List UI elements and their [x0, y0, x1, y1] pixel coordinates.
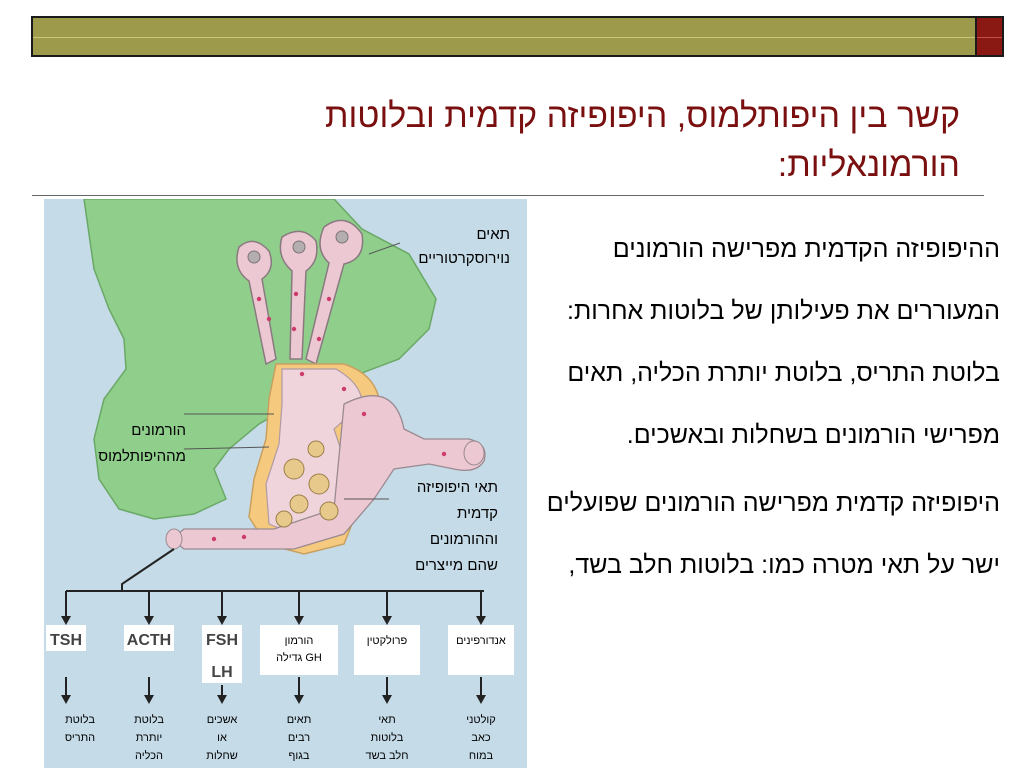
target-labels: בלוטת התריס בלוטת יותרת הכליה אשכים או שחלות תאי… — [65, 713, 496, 762]
pituitary-cells-dots — [275, 440, 339, 528]
target-label-5-3: חלב בשד — [366, 749, 409, 762]
hormone-dots — [211, 291, 447, 542]
paragraph-1: ההיפופיזה הקדמית מפרישה הורמונים המעוררי… — [567, 235, 1000, 449]
title-divider — [32, 195, 984, 196]
target-2: בלוטת יותרת הכליה — [134, 713, 164, 762]
arrow-target-5-head — [382, 695, 392, 704]
hormone-label-2-1: ACTH — [127, 632, 171, 649]
hormone-box-1: TSH — [46, 625, 86, 651]
hormone-box-5: פרולקטין — [354, 625, 420, 675]
label-pit-line3: וההורמונים — [430, 531, 498, 548]
target-label-5-1: תאי — [378, 714, 395, 726]
arrow-down-6-head — [476, 616, 486, 625]
label-neurosecretory-line2: נוירוסקרטוריים — [418, 250, 510, 267]
target-label-2-1: בלוטת — [134, 713, 164, 726]
arrow-target-4-head — [294, 695, 304, 704]
label-hypo-line2: מההיפותלמוס — [98, 448, 186, 465]
label-hypo-line1: הורמונים — [131, 422, 186, 439]
hormone-box-2: ACTH — [124, 625, 174, 651]
hormone-label-1-1: TSH — [50, 632, 82, 649]
target-4: תאים רבים בגוף — [287, 714, 312, 762]
arrow-target-3-head — [217, 695, 227, 704]
arrow-down-5-head — [382, 616, 392, 625]
svg-text:נוירוסקרטוריים: נוירוסקרטוריים — [418, 250, 510, 267]
target-label-2-3: הכליה — [135, 749, 163, 762]
pituitary-diagram: תאים נוירוסקרטוריים הורמונים מההיפותלמוס… — [44, 198, 527, 768]
target-label-3-1: אשכים — [207, 714, 238, 726]
target-label-6-3: במוח — [469, 750, 494, 762]
label-neurosecretory-line1: תאים — [476, 226, 510, 243]
hormone-label-3-2: LH — [211, 664, 232, 681]
svg-text:שהם מייצרים: שהם מייצרים — [415, 557, 498, 574]
target-label-5-2: בלוטות — [371, 731, 404, 744]
target-label-6-1: קולטני — [466, 713, 496, 726]
label-pit-line2: קדמית — [457, 505, 498, 522]
target-label-4-3: בגוף — [289, 750, 310, 762]
hormone-label-6-1: אנדורפינים — [456, 635, 506, 647]
neurosecretory-cells — [236, 219, 364, 366]
target-label-3-2: או — [217, 732, 227, 744]
body-text: ההיפופיזה הקדמית מפרישה הורמונים המעוררי… — [545, 218, 1000, 602]
target-3: אשכים או שחלות — [206, 714, 238, 762]
arrow-target-2-head — [144, 695, 154, 704]
hormone-label-4-2: גדילה GH — [276, 651, 322, 664]
slide-title: קשר בין היפותלמוס, היפופיזה קדמית ובלוטו… — [324, 97, 960, 184]
svg-text:וההורמונים: וההורמונים — [430, 531, 498, 548]
paragraph-2: היפופיזה קדמית מפרישה הורמונים שפועלים י… — [546, 489, 1000, 579]
target-label-4-1: תאים — [287, 714, 312, 726]
svg-text:תאי היפופיזה: תאי היפופיזה — [417, 479, 498, 496]
svg-text:קדמית: קדמית — [457, 505, 498, 522]
target-label-3-3: שחלות — [206, 749, 238, 762]
arrow-down-2-head — [144, 616, 154, 625]
target-label-6-2: כאב — [471, 732, 490, 744]
arrow-target-1-head — [61, 695, 71, 704]
target-label-2-2: יותרת — [136, 732, 162, 744]
leader-lines — [183, 242, 401, 500]
label-neurosecretory: תאים נוירוסקרטוריים — [418, 226, 510, 267]
hormone-distribution-tree — [61, 548, 486, 704]
hormone-label-3-1: FSH — [206, 632, 238, 649]
target-label-1-2: התריס — [65, 732, 95, 744]
label-pit-line4: שהם מייצרים — [415, 557, 498, 574]
target-6: קולטני כאב במוח — [466, 713, 496, 762]
hormone-box-3: FSH LH — [202, 625, 242, 683]
olive-bar — [31, 16, 977, 57]
arrow-down-4-head — [294, 616, 304, 625]
hypothalamus-shape — [83, 198, 437, 520]
arrow-down-3-head — [217, 616, 227, 625]
hormone-box-4: הורמון גדילה GH — [260, 625, 338, 675]
svg-text:מההיפותלמוס: מההיפותלמוס — [98, 448, 186, 465]
target-1: בלוטת התריס — [65, 713, 95, 744]
top-decor-bar — [31, 16, 1004, 57]
arrow-down-1-head — [61, 616, 71, 625]
target-5: תאי בלוטות חלב בשד — [366, 714, 409, 762]
label-pit-line1: תאי היפופיזה — [417, 479, 498, 496]
neuron-nuclei — [247, 230, 349, 264]
hormone-box-6: אנדורפינים — [448, 625, 514, 675]
hormone-boxes: TSH ACTH FSH LH הורמון גדילה GH פרולקטין אנדורפ… — [46, 625, 514, 683]
target-label-1-1: בלוטת — [65, 713, 95, 726]
arrow-target-6-head — [476, 695, 486, 704]
svg-text:תאים: תאים — [476, 226, 510, 243]
label-hypothalamus-hormones: הורמונים מההיפותלמוס — [98, 422, 186, 465]
target-label-4-2: רבים — [288, 732, 310, 744]
svg-text:הורמונים: הורמונים — [131, 422, 186, 439]
hormone-label-5-1: פרולקטין — [367, 634, 408, 647]
hormone-label-4-1: הורמון — [285, 635, 314, 647]
red-block — [977, 16, 1004, 57]
label-pituitary-cells: תאי היפופיזה קדמית וההורמונים שהם מייצרי… — [415, 479, 498, 574]
